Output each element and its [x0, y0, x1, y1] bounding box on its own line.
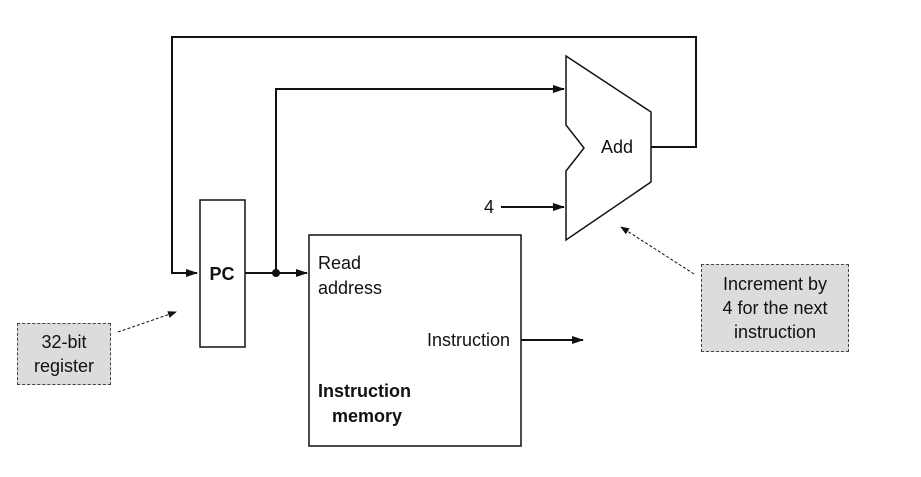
- register-note-pointer: [117, 311, 177, 333]
- increment-note-pointer: [620, 226, 695, 275]
- register-note-line2: register: [33, 356, 95, 376]
- memory-title-line2: memory: [332, 406, 402, 426]
- adder-alu: [565, 54, 652, 242]
- adder-label: Add: [601, 137, 633, 157]
- increment-note-line2: 4 for the next: [722, 298, 828, 318]
- instruction-memory-block: [308, 234, 522, 447]
- register-note: 32-bit register: [17, 323, 111, 385]
- read-address-label-line2: address: [318, 278, 382, 298]
- constant-four-label: 4: [484, 197, 494, 217]
- increment-note-line1: Increment by: [722, 274, 828, 294]
- increment-note-line3: instruction: [733, 322, 817, 342]
- increment-note: Increment by 4 for the next instruction: [701, 264, 849, 352]
- instruction-output-label: Instruction: [427, 330, 510, 350]
- memory-title-line1: Instruction: [318, 381, 411, 401]
- register-note-line1: 32-bit: [41, 332, 87, 352]
- pc-to-adder-wire: [275, 85, 565, 273]
- adder-to-pc-wire: [171, 36, 697, 277]
- read-address-label-line1: Read: [318, 253, 361, 273]
- pc-label: PC: [209, 264, 234, 284]
